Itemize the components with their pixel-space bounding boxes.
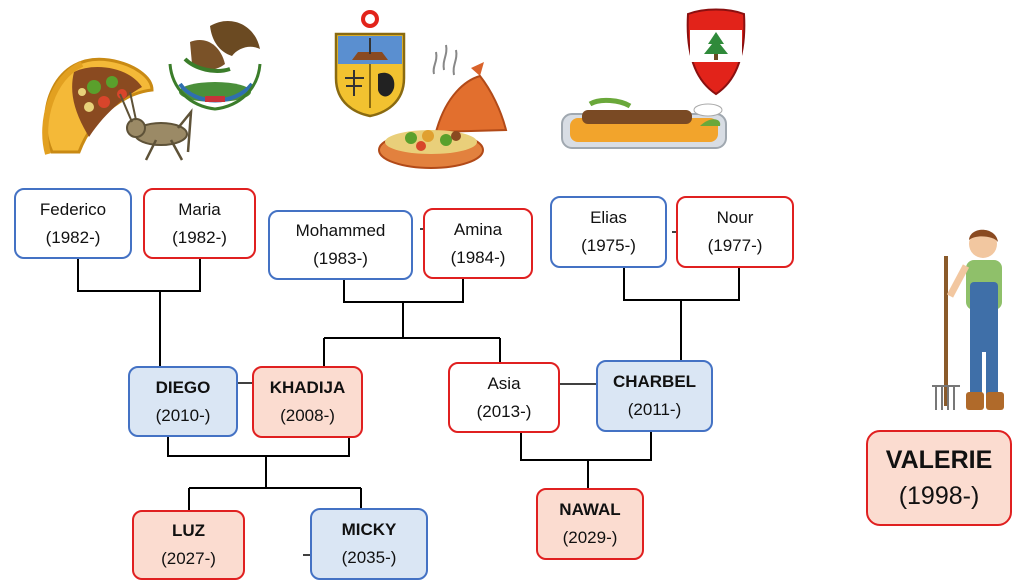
person-khadija[interactable]: KHADIJA (2008-) [252, 366, 363, 438]
person-years: (2027-) [161, 549, 216, 568]
person-years: (1982-) [45, 227, 101, 247]
person-name: MICKY [341, 520, 397, 539]
person-years: (2008-) [280, 406, 335, 425]
connector-elias-nour [623, 268, 740, 301]
taco-icon [42, 57, 154, 155]
person-name: KHADIJA [269, 378, 346, 397]
tagine-icon [378, 44, 508, 169]
person-nour[interactable]: Nour (1977-) [676, 196, 794, 268]
person-name: Nour [716, 208, 754, 227]
person-years: (2011-) [627, 400, 682, 419]
person-name: Elias [590, 208, 627, 227]
person-amina[interactable]: Amina (1984-) [423, 208, 533, 279]
mexico-coat-of-arms-icon [168, 20, 262, 111]
person-federico[interactable]: Federico (1982-) [14, 188, 132, 259]
person-valerie[interactable]: VALERIE (1998-) [866, 430, 1012, 526]
person-luz[interactable]: LUZ (2027-) [132, 510, 245, 580]
grasshopper-icon [119, 92, 193, 161]
connector-diego-khadija [167, 436, 350, 457]
person-name: VALERIE [885, 446, 993, 474]
person-nawal[interactable]: NAWAL (2029-) [536, 488, 644, 560]
person-name: NAWAL [559, 500, 621, 519]
lebanon-flag-shield-icon [686, 8, 746, 96]
person-name: Federico [39, 199, 107, 219]
connector-asia-charbel [520, 432, 652, 461]
person-name: Maria [178, 199, 221, 219]
person-name: Asia [487, 373, 521, 393]
kebab-platter-icon [561, 97, 727, 149]
person-years: (2013-) [476, 401, 532, 421]
person-years: (2035-) [341, 548, 397, 567]
person-charbel[interactable]: CHARBEL (2011-) [596, 360, 713, 432]
person-years: (2029-) [562, 528, 618, 547]
person-name: LUZ [171, 521, 206, 540]
person-years: (1983-) [313, 249, 368, 268]
person-elias[interactable]: Elias (1975-) [550, 196, 667, 268]
person-years: (1998-) [898, 482, 980, 510]
person-name: CHARBEL [612, 372, 697, 391]
person-name: DIEGO [155, 377, 211, 397]
person-name: Mohammed [295, 221, 386, 240]
connector-mohammed-amina [343, 278, 464, 303]
person-years: (1984-) [450, 247, 506, 267]
person-asia[interactable]: Asia (2013-) [448, 362, 560, 433]
person-years: (1982-) [172, 227, 227, 247]
person-years: (1975-) [581, 236, 636, 255]
person-mohammed[interactable]: Mohammed (1983-) [268, 210, 413, 280]
connector-to-luz-micky [188, 456, 362, 511]
farmer-woman-icon [932, 229, 1004, 410]
person-years: (1977-) [707, 236, 763, 255]
person-years: (2010-) [155, 405, 211, 425]
person-diego[interactable]: DIEGO (2010-) [128, 366, 238, 437]
connector-federico-maria [77, 259, 201, 292]
tunisia-coat-of-arms-icon [334, 10, 406, 118]
person-micky[interactable]: MICKY (2035-) [310, 508, 428, 580]
connector-to-khadija-asia [323, 302, 501, 366]
person-name: Amina [453, 219, 503, 239]
person-maria[interactable]: Maria (1982-) [143, 188, 256, 259]
